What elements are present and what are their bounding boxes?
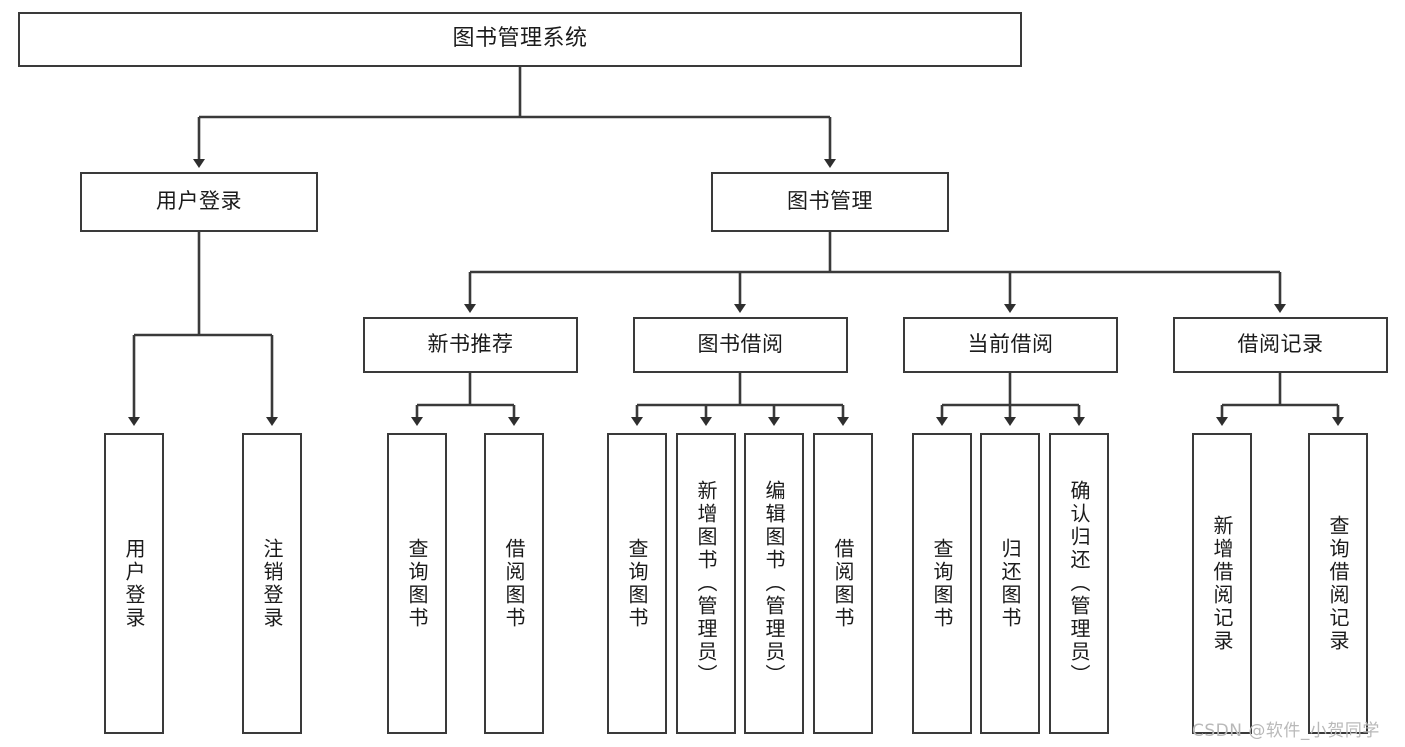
node-leaf-borrow-book-2[interactable]: 借阅图书 bbox=[813, 433, 873, 734]
node-leaf-user-login[interactable]: 用户登录 bbox=[104, 433, 164, 734]
node-user-login-label: 用户登录 bbox=[156, 189, 242, 214]
node-root[interactable]: 图书管理系统 bbox=[18, 12, 1022, 67]
node-leaf-query-book-2-label: 查询图书 bbox=[625, 537, 649, 630]
node-new-book-recommend-label: 新书推荐 bbox=[427, 332, 514, 357]
node-leaf-confirm-return-label: 确认归还（管理员） bbox=[1067, 480, 1091, 687]
node-leaf-borrow-book-1-label: 借阅图书 bbox=[502, 537, 526, 630]
node-leaf-query-book-1-label: 查询图书 bbox=[405, 537, 429, 630]
node-leaf-return-book-label: 归还图书 bbox=[998, 537, 1022, 630]
node-leaf-query-book-2[interactable]: 查询图书 bbox=[607, 433, 667, 734]
node-book-manage[interactable]: 图书管理 bbox=[711, 172, 949, 232]
node-user-login[interactable]: 用户登录 bbox=[80, 172, 318, 232]
node-leaf-query-record[interactable]: 查询借阅记录 bbox=[1308, 433, 1368, 734]
node-leaf-logout-login-label: 注销登录 bbox=[260, 537, 284, 630]
node-leaf-query-book-1[interactable]: 查询图书 bbox=[387, 433, 447, 734]
node-current-borrow[interactable]: 当前借阅 bbox=[903, 317, 1118, 373]
node-borrow-record[interactable]: 借阅记录 bbox=[1173, 317, 1388, 373]
node-leaf-add-record[interactable]: 新增借阅记录 bbox=[1192, 433, 1252, 734]
node-current-borrow-label: 当前借阅 bbox=[967, 332, 1054, 357]
node-book-borrow-label: 图书借阅 bbox=[697, 332, 784, 357]
node-leaf-query-book-3-label: 查询图书 bbox=[930, 537, 954, 630]
node-leaf-query-book-3[interactable]: 查询图书 bbox=[912, 433, 972, 734]
node-book-manage-label: 图书管理 bbox=[787, 189, 873, 214]
node-leaf-confirm-return[interactable]: 确认归还（管理员） bbox=[1049, 433, 1109, 734]
node-leaf-add-book[interactable]: 新增图书（管理员） bbox=[676, 433, 736, 734]
node-leaf-borrow-book-2-label: 借阅图书 bbox=[831, 537, 855, 630]
node-leaf-add-record-label: 新增借阅记录 bbox=[1210, 514, 1234, 653]
node-new-book-recommend[interactable]: 新书推荐 bbox=[363, 317, 578, 373]
node-leaf-query-record-label: 查询借阅记录 bbox=[1326, 514, 1350, 653]
node-leaf-edit-book-label: 编辑图书（管理员） bbox=[762, 480, 786, 687]
node-leaf-borrow-book-1[interactable]: 借阅图书 bbox=[484, 433, 544, 734]
node-book-borrow[interactable]: 图书借阅 bbox=[633, 317, 848, 373]
node-leaf-add-book-label: 新增图书（管理员） bbox=[694, 480, 718, 687]
node-leaf-return-book[interactable]: 归还图书 bbox=[980, 433, 1040, 734]
node-leaf-edit-book[interactable]: 编辑图书（管理员） bbox=[744, 433, 804, 734]
node-leaf-user-login-label: 用户登录 bbox=[122, 537, 146, 630]
node-leaf-logout-login[interactable]: 注销登录 bbox=[242, 433, 302, 734]
csdn-watermark: CSDN @软件_小贺同学 bbox=[1192, 721, 1380, 741]
node-root-label: 图书管理系统 bbox=[452, 26, 588, 52]
node-borrow-record-label: 借阅记录 bbox=[1237, 332, 1324, 357]
